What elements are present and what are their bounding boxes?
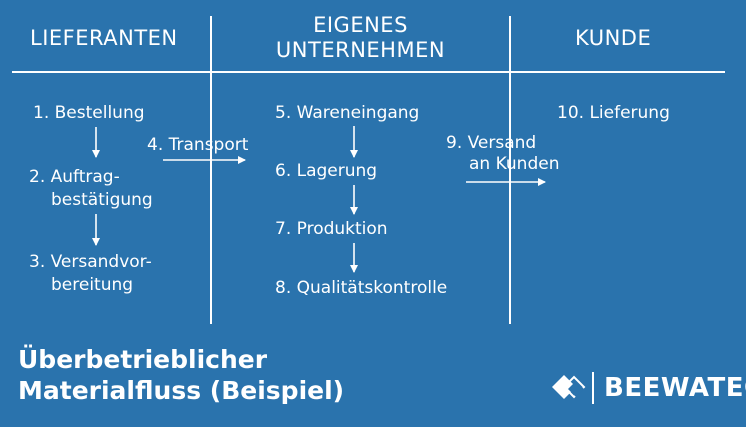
- step-3-versandvorbereitung-line1: 3. Versandvor-: [29, 252, 152, 272]
- step-10-lieferung: 10. Lieferung: [557, 103, 670, 123]
- brand-name: BEEWATEC: [604, 373, 746, 403]
- diagram-title-line1: Überbetrieblicher: [18, 345, 268, 374]
- step-5-wareneingang: 5. Wareneingang: [275, 103, 420, 123]
- column-header-kunde: KUNDE: [575, 26, 652, 50]
- diagram-title: Überbetrieblicher Materialfluss (Beispie…: [18, 344, 344, 406]
- step-2-auftragsbestaetigung-line1: 2. Auftrag-: [29, 167, 120, 187]
- beewatec-logo-icon: [552, 375, 586, 399]
- step-4-transport: 4. Transport: [147, 135, 249, 155]
- step-8-qualitaetskontrolle: 8. Qualitätskontrolle: [275, 278, 448, 298]
- step-1-bestellung: 1. Bestellung: [33, 103, 145, 123]
- column-header-eigenes-unternehmen-line2: UNTERNEHMEN: [275, 38, 446, 62]
- step-9-versand-line2: an Kunden: [469, 154, 560, 174]
- step-2-auftragsbestaetigung-line2: bestätigung: [51, 190, 153, 210]
- column-header-eigenes-unternehmen-line1: EIGENES: [313, 13, 408, 37]
- diagram-title-line2: Materialfluss (Beispiel): [18, 376, 345, 405]
- brand-divider: [592, 372, 594, 404]
- step-6-lagerung: 6. Lagerung: [275, 161, 378, 181]
- step-7-produktion: 7. Produktion: [275, 219, 388, 239]
- step-3-versandvorbereitung-line2: bereitung: [51, 275, 134, 295]
- column-header-lieferanten: LIEFERANTEN: [30, 26, 178, 50]
- step-9-versand-line1: 9. Versand: [446, 133, 537, 153]
